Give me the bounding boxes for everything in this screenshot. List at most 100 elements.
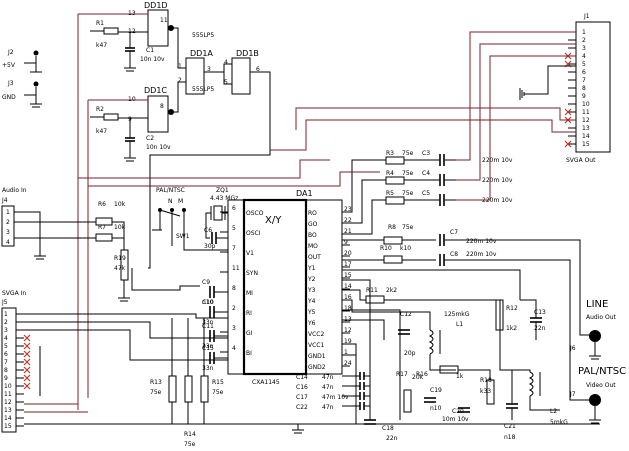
c22-label: C22 (296, 404, 308, 411)
sw1-pos-pal: M (178, 198, 183, 205)
video-out-stage: R10 k10 C8 220m 10v (342, 245, 592, 401)
chip-pin-num: 23 (344, 206, 352, 213)
chip-pin-num: 19 (344, 338, 352, 345)
chip-pin-num: 2 (232, 305, 236, 312)
chip-pin-num: 20 (344, 250, 352, 257)
chip-pin-name-y5: Y5 (307, 309, 316, 316)
j5-pin-7: 7 (4, 359, 8, 366)
chip-pin-num: 18 (344, 305, 352, 312)
chip-pin-name-syn: SYN (246, 270, 258, 277)
j1-pin-12: 12 (582, 117, 590, 124)
j5-pin-3: 3 (4, 327, 8, 334)
c4-value: 220m 10v (482, 177, 513, 184)
tv-out-sublabel: Video Out (586, 382, 616, 389)
j1-pin-5: 5 (582, 61, 586, 68)
r13-value: 75e (150, 389, 162, 396)
j5-pin-9: 9 (4, 375, 8, 382)
j1-pin-8: 8 (582, 85, 586, 92)
j5-pin-15: 15 (4, 423, 12, 430)
r11-label: R11 (366, 287, 378, 294)
chip-pin-num: 24 (344, 360, 352, 367)
gate-dd1d-ic: 555LP5 (192, 32, 214, 39)
l2-label: L2 (550, 408, 557, 415)
c21-value: n18 (504, 434, 516, 441)
svga-out: J1 SVGA Out (566, 13, 611, 164)
chip-pin-name-vcc2: VCC2 (308, 331, 324, 338)
r1-value: k47 (96, 42, 107, 49)
r12-label: R12 (506, 305, 518, 312)
r2-label: R2 (96, 106, 104, 113)
chip-right-pins: RO23GO22BO21MO9OUT20Y117Y215Y314Y416Y518… (307, 206, 352, 371)
chip-pin-name-gi: GI (246, 330, 253, 337)
gate-dd1a-pin1: 1 (178, 63, 182, 70)
r10-value: k10 (400, 245, 411, 252)
j4-pin3: 3 (6, 229, 10, 236)
c6-value: 30p (204, 243, 216, 250)
chip-pin-name-go: GO (308, 221, 318, 228)
j5-pin-5: 5 (4, 343, 8, 350)
zq1-label: ZQ1 (216, 187, 229, 194)
chip-pin-name-y4: Y4 (307, 298, 316, 305)
chip-pin-num: 22 (344, 217, 352, 224)
j1-pin-3: 3 (582, 45, 586, 52)
j1-pin-15: 15 (582, 141, 590, 148)
chip-pin-num: 6 (232, 205, 236, 212)
chip-pin-num: 15 (344, 272, 352, 279)
nc-mark (23, 358, 31, 366)
j1-pin-2: 2 (582, 37, 586, 44)
audio-in-label: Audio In (2, 187, 27, 194)
resistor-r17 (403, 389, 412, 413)
j1-connector (575, 21, 611, 153)
j5-pin-11: 11 (4, 391, 12, 398)
wire-go (342, 179, 386, 224)
c3-label: C3 (422, 150, 430, 157)
j1-label: J1 (583, 13, 590, 20)
cap-c11-label: C11 (202, 323, 214, 330)
r4-label: R4 (386, 170, 394, 177)
c17-value: 47m 10v (322, 394, 349, 401)
r19-label: R19 (114, 255, 126, 262)
c19-label: C19 (430, 387, 442, 394)
gate-dd1c-ic: 555LP5 (192, 86, 214, 93)
c3-value: 220m 10v (482, 157, 513, 164)
c16-value: 47n (322, 384, 334, 391)
resistor-r14 (184, 375, 193, 403)
tv-out-jack: PAL/NTSC Video Out J7 (569, 366, 626, 424)
gate-dd1d-label: DD1D (144, 1, 168, 10)
line-out-label: LINE (586, 299, 608, 310)
chip-pin-name-osco: OSCO (246, 210, 264, 217)
mo-output: R8 75e C7 220m 10v (342, 224, 592, 336)
line-out-jack: LINE Audio Out J6 (569, 299, 616, 360)
gate-dd1c: DD1C 10 9 8 555LP5 (128, 86, 214, 133)
chip-pin-name-bo: BO (308, 232, 317, 239)
c12-value: 20p (404, 350, 416, 357)
nc-mark (23, 350, 31, 358)
j5-pin-6: 6 (4, 351, 8, 358)
chip-type: CXA1145 (252, 379, 280, 386)
gate-dd1d-pin-out: 11 (160, 17, 168, 24)
c1-value: 10n 10v (140, 56, 165, 63)
crystal-zq1 (213, 205, 223, 221)
c22-value: 47n (322, 404, 334, 411)
nc-mark (564, 140, 572, 148)
j5-pin-8: 8 (4, 367, 8, 374)
gate-dd1b-label: DD1B (236, 49, 259, 58)
j3-voltage: GND (2, 94, 16, 101)
chip-pin-name-mo: MO (308, 243, 318, 250)
resistor-r4 (385, 176, 405, 185)
wire-bo (342, 199, 386, 235)
chip-pin-name-y3: Y3 (307, 287, 316, 294)
resistor-r3 (385, 156, 405, 165)
gate-dd1a-pin-out: 3 (207, 66, 211, 73)
j4-pin1: 1 (6, 209, 10, 216)
l1-label: L1 (456, 321, 463, 328)
cap-c9-label: C9 (202, 279, 210, 286)
chip-pin-name-mi: MI (246, 290, 253, 297)
inductor-l2 (528, 371, 534, 397)
j4-pin4: 4 (6, 239, 10, 246)
chip-pin-num: 17 (344, 261, 352, 268)
c20-value: 10m 10v (442, 416, 469, 423)
cap-c11-value: 33n (202, 343, 214, 350)
